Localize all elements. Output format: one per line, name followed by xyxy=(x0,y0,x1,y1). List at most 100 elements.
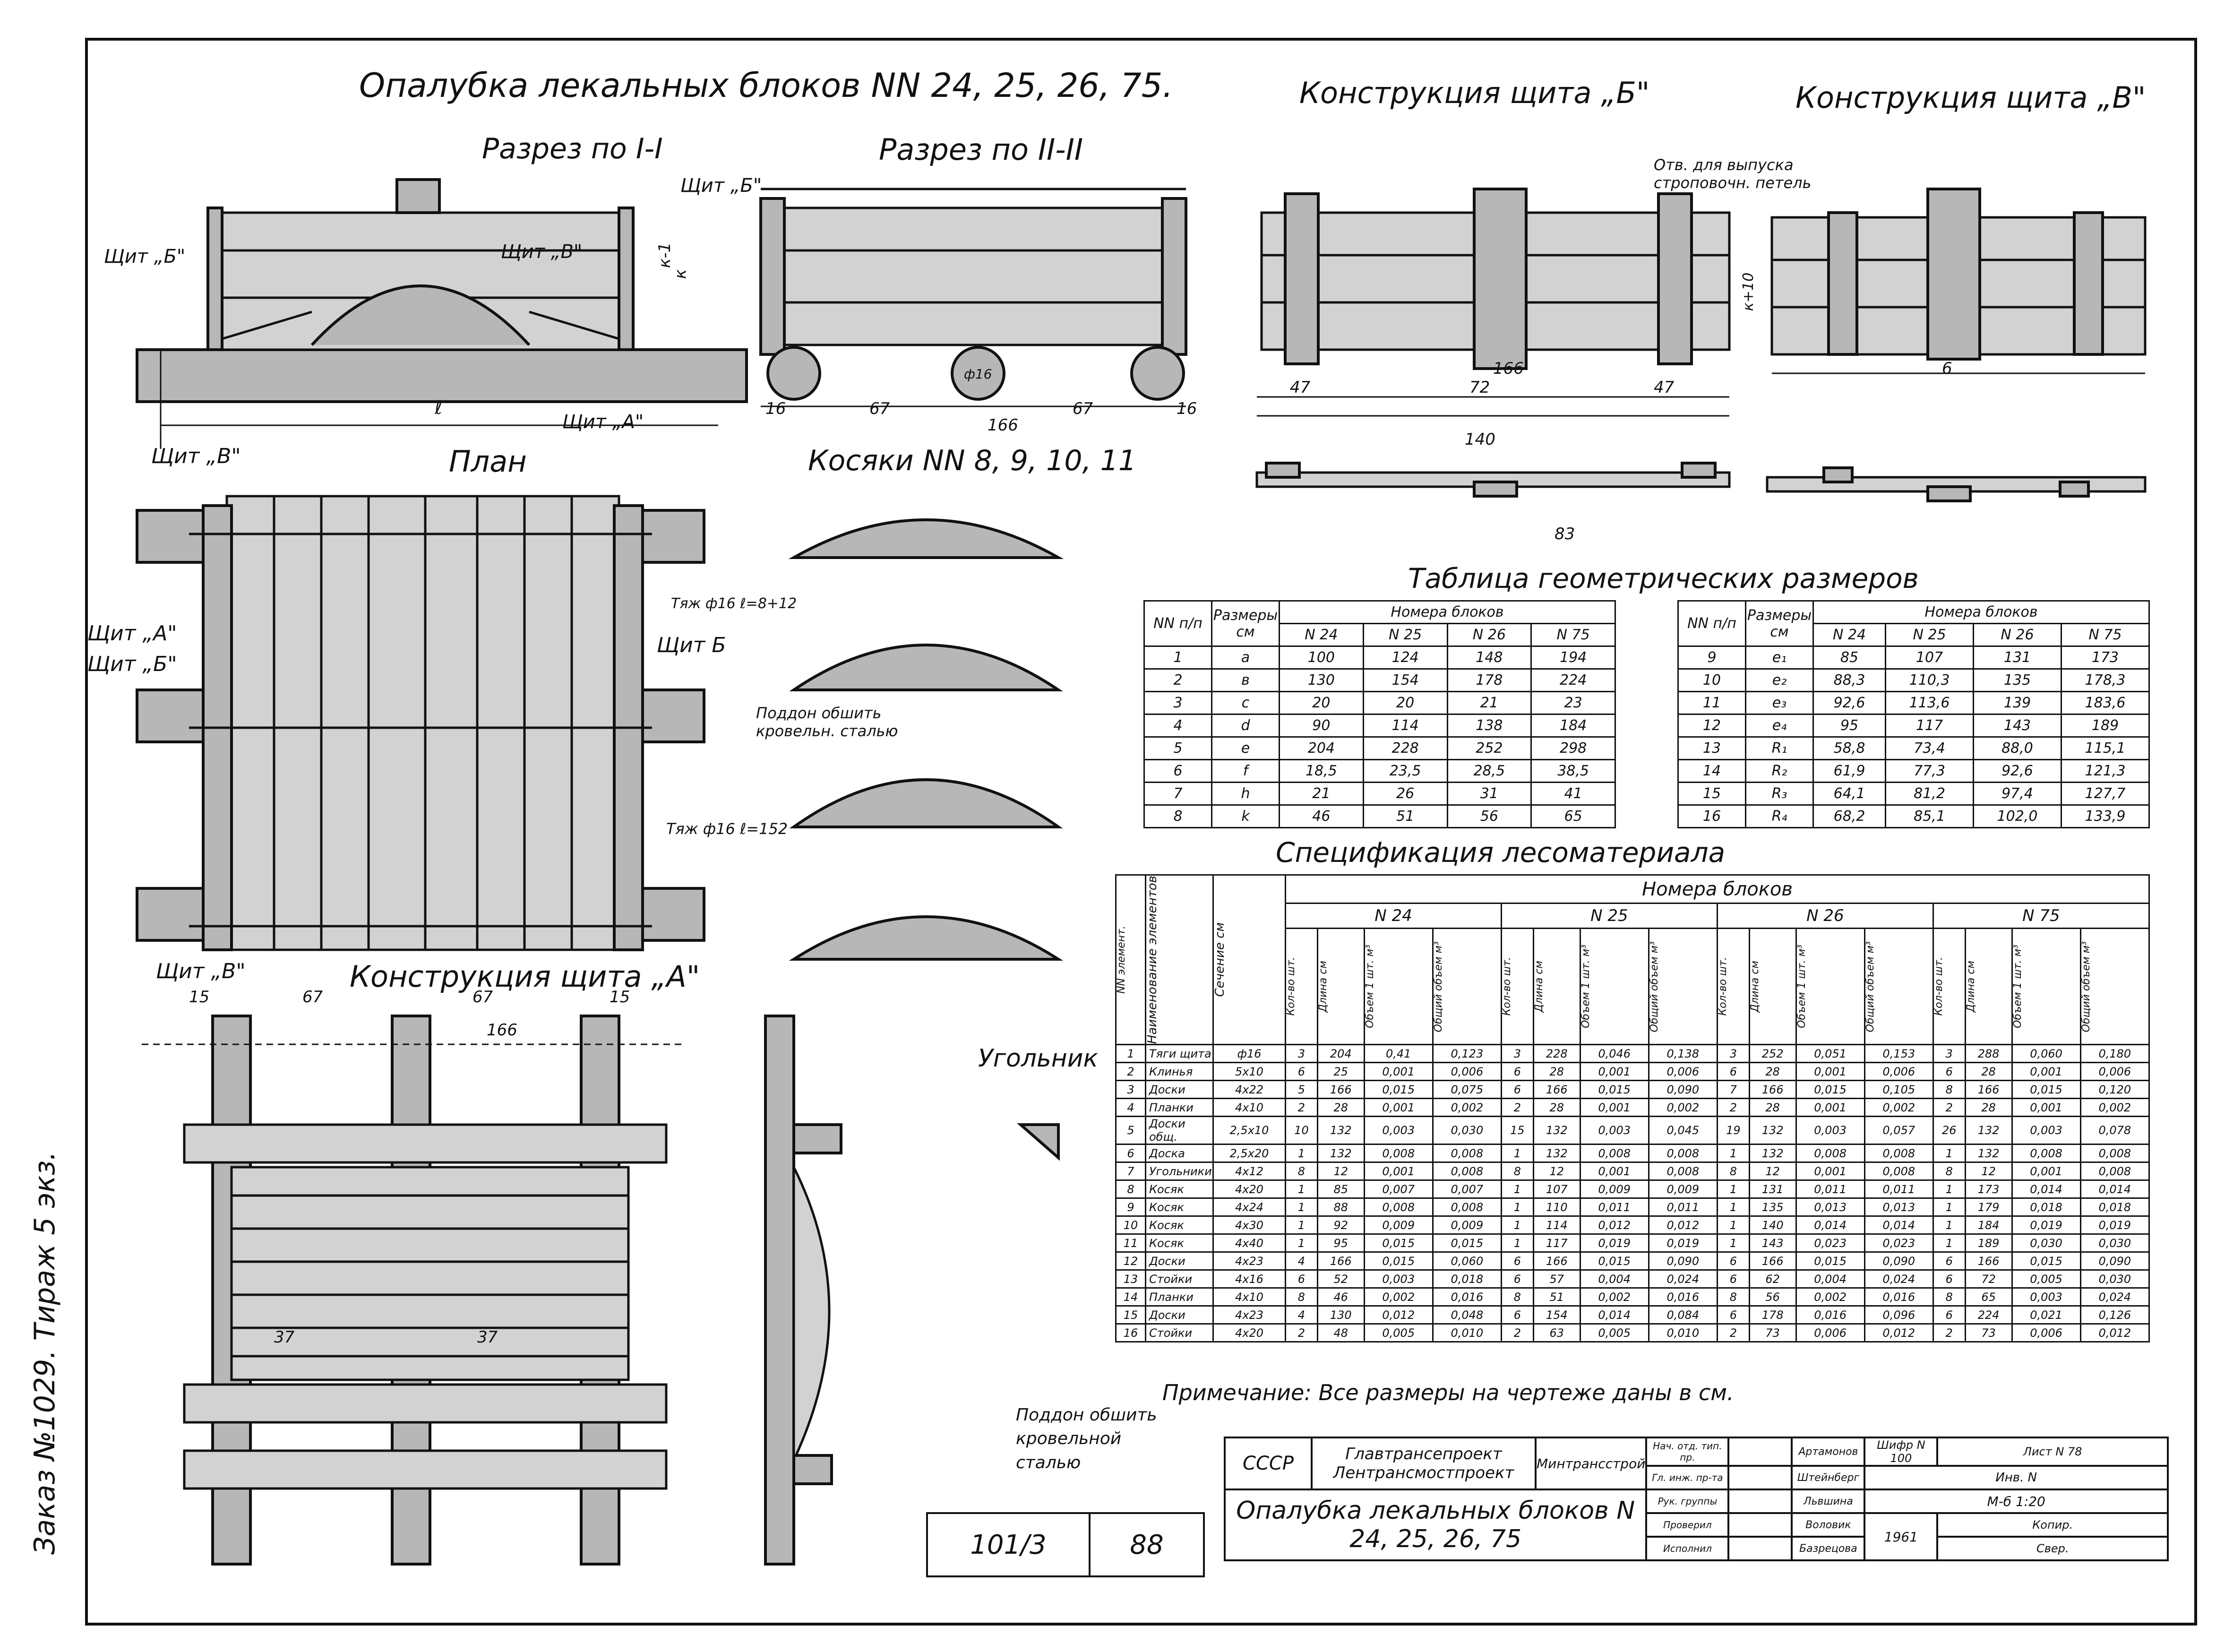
spec-cell: 0,019 xyxy=(1648,1233,1718,1253)
spec-cell: 73 xyxy=(1748,1323,1797,1343)
spec-cell: 4x23 xyxy=(1212,1305,1286,1325)
spec-cell: 7 xyxy=(1716,1080,1750,1100)
geo-block-24: N 24 xyxy=(1279,623,1364,647)
spec-cell: 0,014 xyxy=(1864,1215,1934,1235)
section-2-body xyxy=(759,206,1187,346)
spec-cell: 28 xyxy=(1532,1098,1581,1118)
dim-b47b: 47 xyxy=(1654,378,1675,397)
spec-cell: 62 xyxy=(1748,1269,1797,1289)
spec-cell: 0,012 xyxy=(1864,1323,1934,1343)
spec-cell: 0,012 xyxy=(1363,1305,1434,1325)
spec-cell: 13 xyxy=(1115,1269,1146,1289)
spec-cell: 0,015 xyxy=(1579,1080,1649,1100)
spec-cell: 28 xyxy=(1748,1098,1797,1118)
spec-cell: 26 xyxy=(1932,1116,1966,1145)
spec-sub-header: Кол-во шт. xyxy=(1285,928,1318,1046)
spec-block-2: N 26 xyxy=(1716,903,1934,929)
spec-cell: 1 xyxy=(1500,1144,1534,1163)
spec-cell: 178 xyxy=(1748,1305,1797,1325)
order-number: 101/3 xyxy=(926,1512,1091,1577)
label-poddon-2: Поддон обшить кровельной сталью xyxy=(1016,1405,1157,1472)
dim-a37b: 37 xyxy=(477,1328,498,1347)
tb-scale: М-б 1:20 xyxy=(1864,1489,2169,1514)
spec-cell: 0,008 xyxy=(1648,1162,1718,1181)
spec-sub-header: Длина см xyxy=(1964,928,2013,1046)
order-page: 88 xyxy=(1089,1512,1205,1577)
spec-cell: 8 xyxy=(1500,1162,1534,1181)
spec-h-num: NN элемент. xyxy=(1115,874,1146,1046)
spec-cell: 2 xyxy=(1932,1323,1966,1343)
geo-cell: 115,1 xyxy=(2060,736,2150,760)
spec-cell: 95 xyxy=(1316,1233,1365,1253)
geo-cell: 178 xyxy=(1446,668,1532,692)
spec-cell: 166 xyxy=(1748,1080,1797,1100)
spec-cell: 0,003 xyxy=(1363,1269,1434,1289)
geo-cell: 61,9 xyxy=(1812,759,1887,783)
spec-cell: 4x24 xyxy=(1212,1197,1286,1217)
spec-cell: Тяги щита xyxy=(1145,1044,1214,1064)
spec-cell: 0,008 xyxy=(1432,1197,1502,1217)
spec-cell: Угольники xyxy=(1145,1162,1214,1181)
spec-cell: 0,019 xyxy=(2079,1215,2150,1235)
spec-cell: 0,001 xyxy=(2011,1062,2081,1082)
spec-cell: Доски xyxy=(1145,1080,1214,1100)
spec-cell: 10 xyxy=(1285,1116,1318,1145)
shield-b-drawing xyxy=(1255,188,1731,498)
spec-cell: 0,014 xyxy=(2011,1179,2081,1199)
geo-cell: d xyxy=(1211,714,1280,738)
spec-cell: 6 xyxy=(1285,1269,1318,1289)
spec-cell: 0,009 xyxy=(1363,1215,1434,1235)
spec-cell: 0,078 xyxy=(2079,1116,2150,1145)
spec-cell: 252 xyxy=(1748,1044,1797,1064)
spec-cell: 0,006 xyxy=(1795,1323,1865,1343)
spec-cell: 0,008 xyxy=(1579,1144,1649,1163)
spec-cell: 0,001 xyxy=(1363,1062,1434,1082)
spec-cell: 0,003 xyxy=(1795,1116,1865,1145)
spec-cell: 0,011 xyxy=(1795,1179,1865,1199)
geo-cell: R₄ xyxy=(1745,804,1814,828)
spec-cell: 1 xyxy=(1932,1179,1966,1199)
spec-cell: 0,004 xyxy=(1795,1269,1865,1289)
geo-cell: 117 xyxy=(1885,714,1975,738)
spec-cell: 10 xyxy=(1115,1215,1146,1235)
spec-cell: 6 xyxy=(1500,1080,1534,1100)
spec-cell: 166 xyxy=(1532,1251,1581,1271)
spec-cell: 1 xyxy=(1932,1215,1966,1235)
spec-cell: 1 xyxy=(1500,1215,1534,1235)
spec-cell: 0,015 xyxy=(2011,1080,2081,1100)
plan-boards xyxy=(225,495,620,951)
spec-cell: 0,084 xyxy=(1648,1305,1718,1325)
geo-cell: 51 xyxy=(1362,804,1448,828)
label-shield-v-plan-1: Щит „В" xyxy=(151,444,241,468)
spec-cell: 0,001 xyxy=(1795,1098,1865,1118)
spec-cell: 0,001 xyxy=(1579,1098,1649,1118)
spec-cell: 0,018 xyxy=(1432,1269,1502,1289)
spec-cell: 110 xyxy=(1532,1197,1581,1217)
geo-cell: 4 xyxy=(1143,714,1212,738)
spec-cell: 0,126 xyxy=(2079,1305,2150,1325)
spec-cell: 132 xyxy=(1532,1144,1581,1163)
geo-col-num-r: NN п/п xyxy=(1677,600,1746,647)
spec-cell: 6 xyxy=(1500,1305,1534,1325)
spec-cell: 0,024 xyxy=(1648,1269,1718,1289)
kosyak-9 xyxy=(789,778,1063,828)
label-shield-b-2: Щит „Б" xyxy=(680,175,762,197)
spec-cell: 11 xyxy=(1115,1233,1146,1253)
spec-cell: 3 xyxy=(1500,1044,1534,1064)
spec-cell: 132 xyxy=(1748,1144,1797,1163)
spec-cell: 65 xyxy=(1964,1287,2013,1307)
geo-cell: 131 xyxy=(1973,645,2062,670)
geo-cell: 23 xyxy=(1530,691,1616,715)
spec-cell: 0,018 xyxy=(2011,1197,2081,1217)
spec-cell: 0,008 xyxy=(2079,1162,2150,1181)
spec-cell: 8 xyxy=(1716,1162,1750,1181)
shield-v-drawing xyxy=(1766,188,2147,502)
spec-cell: 4x10 xyxy=(1212,1098,1286,1118)
spec-cell: 2 xyxy=(1716,1098,1750,1118)
spec-cell: 0,015 xyxy=(2011,1251,2081,1271)
label-shield-v-1: Щит „В" xyxy=(501,241,583,263)
tb-sign-4 xyxy=(1727,1536,1793,1561)
